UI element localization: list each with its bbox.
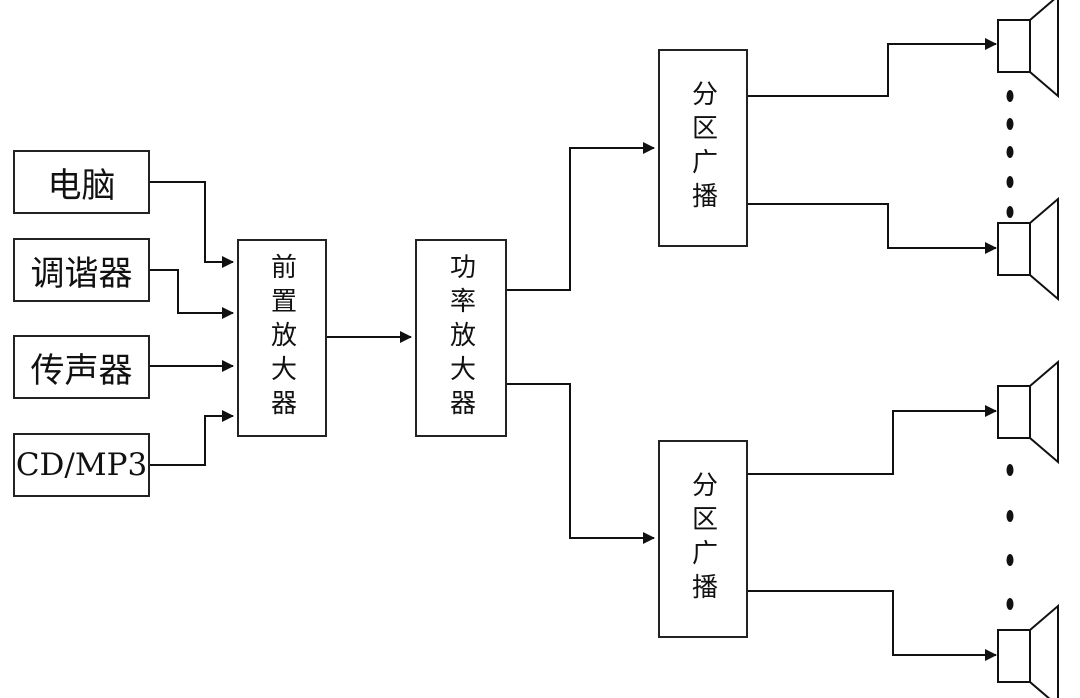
speaker-icon — [997, 0, 1059, 99]
power-amp-label: 功率放大器 — [445, 253, 476, 423]
speaker-icon — [997, 196, 1059, 302]
line-poweramp-to-zone1 — [507, 142, 655, 291]
line-poweramp-to-zone2 — [507, 383, 655, 544]
source-label: CD/MP3 — [15, 447, 148, 483]
source-label: 调谐器 — [30, 253, 133, 294]
speaker-icon — [997, 359, 1059, 465]
zone-label: 分区广播 — [687, 471, 718, 607]
line-cdmp3-to-preamp — [150, 410, 234, 466]
preamp-box: 前置放大器 — [237, 239, 327, 437]
zone-broadcast-2: 分区广播 — [658, 440, 748, 638]
line-zone1-to-speaker2 — [748, 203, 997, 254]
power-amp-box: 功率放大器 — [415, 239, 507, 437]
zone-broadcast-1: 分区广播 — [658, 49, 748, 247]
source-label: 传声器 — [30, 350, 133, 391]
ellipsis-dots-upper — [1006, 90, 1014, 218]
line-computer-to-preamp — [150, 181, 234, 268]
speaker-icon — [997, 603, 1059, 698]
source-tuner: 调谐器 — [13, 238, 150, 302]
preamp-label: 前置放大器 — [266, 253, 297, 423]
zone-label: 分区广播 — [687, 80, 718, 216]
line-zone1-to-speaker1 — [748, 38, 997, 97]
source-label: 电脑 — [47, 165, 116, 206]
line-zone2-to-speaker4 — [748, 590, 997, 661]
ellipsis-dots-lower — [1006, 464, 1014, 610]
line-tuner-to-preamp — [150, 269, 234, 319]
source-cdmp3: CD/MP3 — [13, 433, 150, 497]
line-zone2-to-speaker3 — [748, 405, 997, 475]
source-computer: 电脑 — [13, 150, 150, 214]
source-microphone: 传声器 — [13, 335, 150, 399]
